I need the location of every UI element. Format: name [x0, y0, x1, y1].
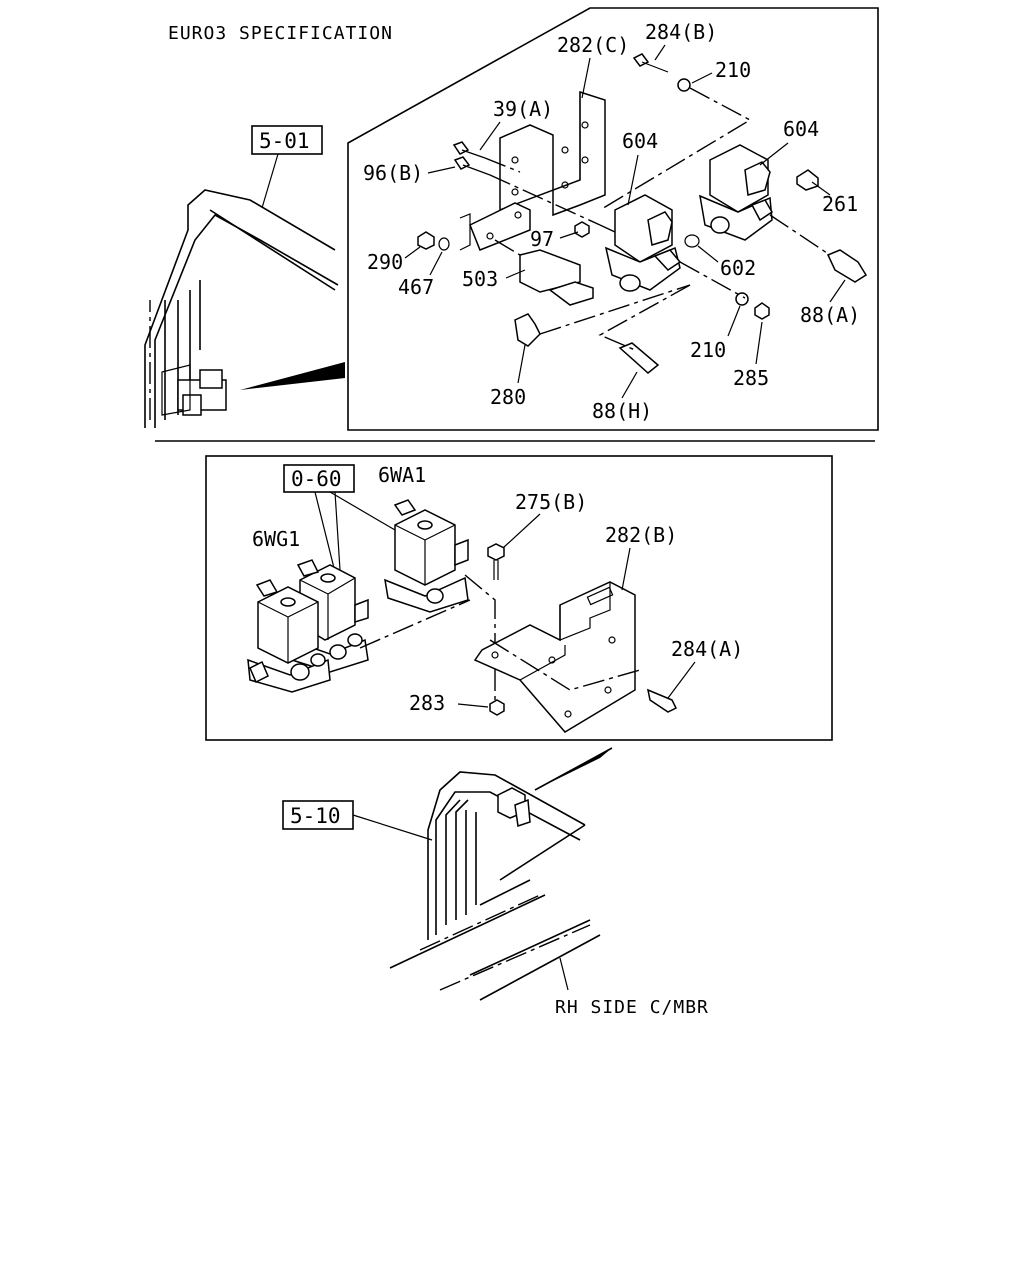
callout-282b: 282(B): [605, 523, 677, 547]
callout-604-left: 604: [622, 129, 658, 153]
fitting-503: [494, 239, 594, 306]
spec-title: EURO3 SPECIFICATION: [168, 23, 393, 44]
leader-line-lower: [534, 747, 613, 791]
ref-0-60-label: 0-60: [291, 467, 342, 491]
bracket-282b: [473, 581, 641, 733]
middle-detail-frame: [205, 455, 833, 741]
ref-5-10-label: 5-10: [290, 804, 341, 828]
callout-604-right: 604: [783, 117, 819, 141]
connector-6wa1: 6WA1: [378, 463, 426, 487]
ref-box-5-01[interactable]: 5-01: [251, 125, 323, 209]
fittings-misc: [514, 53, 868, 374]
valve-group-middle: [247, 499, 496, 705]
ref-5-01-label: 5-01: [259, 129, 310, 153]
callout-210-bottom: 210: [690, 338, 726, 362]
upper-callouts: 282(C) 284(B) 210 39(A) 604 604 96(B) 26…: [363, 20, 860, 423]
ref-box-0-60[interactable]: 0-60: [283, 464, 396, 573]
ref-box-5-10[interactable]: 5-10: [282, 800, 433, 841]
upper-frame-view: [144, 189, 345, 428]
callout-503: 503: [462, 267, 498, 291]
valve-604-left: [599, 194, 682, 292]
leader-wedge-upper: [240, 362, 345, 390]
callout-285: 285: [733, 366, 769, 390]
callout-284a: 284(A): [671, 637, 743, 661]
valve-604-right: [699, 144, 774, 241]
bolts-left: [452, 141, 601, 226]
callout-275b: 275(B): [515, 490, 587, 514]
callout-96b: 96(B): [363, 161, 423, 185]
callout-283: 283: [409, 691, 445, 715]
callout-280: 280: [490, 385, 526, 409]
callout-39a: 39(A): [493, 97, 553, 121]
callout-467: 467: [398, 275, 434, 299]
callout-290: 290: [367, 250, 403, 274]
callout-282c: 282(C): [557, 33, 629, 57]
connector-6wg1: 6WG1: [252, 527, 300, 551]
middle-callouts: 275(B) 282(B) 284(A) 283: [409, 490, 743, 715]
lower-frame-view: [389, 771, 601, 1001]
callout-602: 602: [720, 256, 756, 280]
callout-284b: 284(B): [645, 20, 717, 44]
callout-261: 261: [822, 192, 858, 216]
callout-88h: 88(H): [592, 399, 652, 423]
callout-210-top: 210: [715, 58, 751, 82]
callout-97: 97: [530, 227, 554, 251]
callout-88a: 88(A): [800, 303, 860, 327]
member-label: RH SIDE C/MBR: [555, 997, 709, 1018]
upper-detail-frame: [347, 7, 879, 431]
fasteners-middle: [487, 543, 678, 716]
bracket-282c: [459, 90, 606, 251]
nuts-washers: [417, 221, 590, 251]
